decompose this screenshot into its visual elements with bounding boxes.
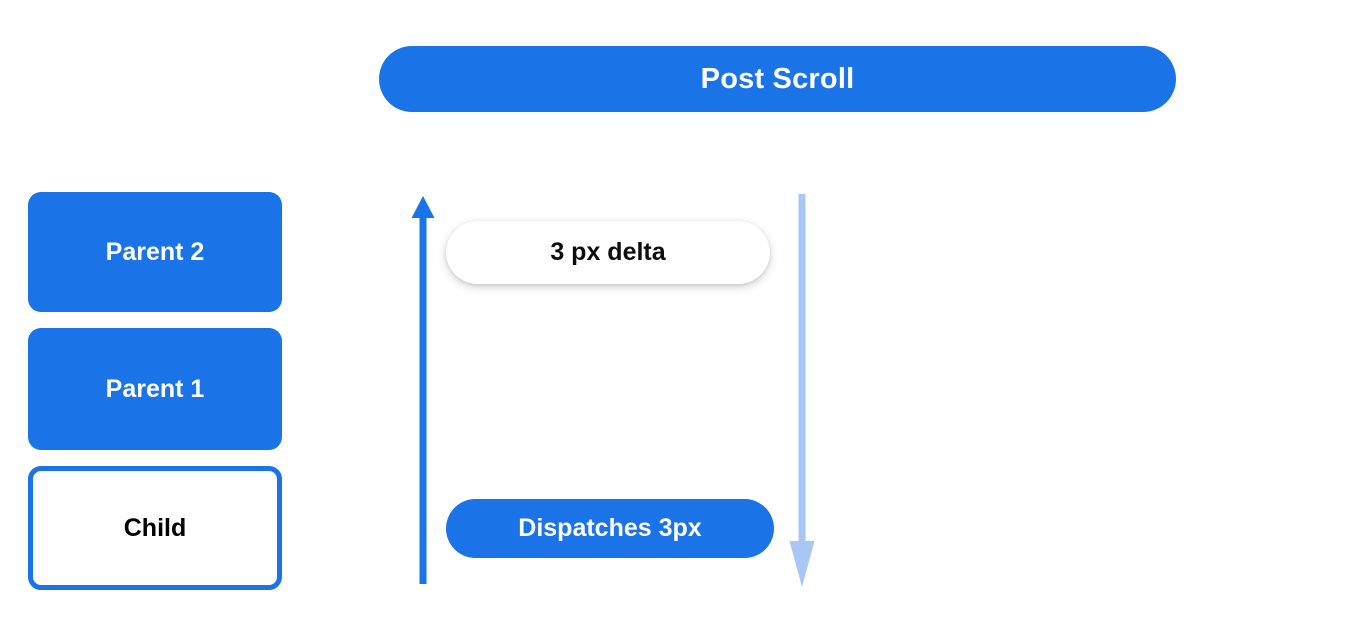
stack-box-parent-1: Parent 1	[28, 328, 282, 450]
stack-box-parent-1-label: Parent 1	[105, 374, 205, 403]
dispatch-badge-label: Dispatches 3px	[518, 514, 702, 542]
delta-badge-label: 3 px delta	[550, 238, 666, 266]
post-scroll-header-label: Post Scroll	[700, 62, 855, 95]
scroll-down-arrow-icon	[789, 194, 815, 587]
post-scroll-header: Post Scroll	[379, 46, 1176, 112]
view-hierarchy-stack: Parent 2 Parent 1 Child	[28, 192, 282, 590]
dispatch-badge: Dispatches 3px	[446, 499, 774, 558]
stack-box-child-label: Child	[123, 513, 187, 542]
stack-box-child: Child	[28, 466, 282, 590]
scroll-up-arrow-icon	[411, 196, 435, 584]
stack-box-parent-2: Parent 2	[28, 192, 282, 312]
stack-box-parent-2-label: Parent 2	[105, 237, 205, 266]
delta-badge: 3 px delta	[446, 221, 770, 284]
